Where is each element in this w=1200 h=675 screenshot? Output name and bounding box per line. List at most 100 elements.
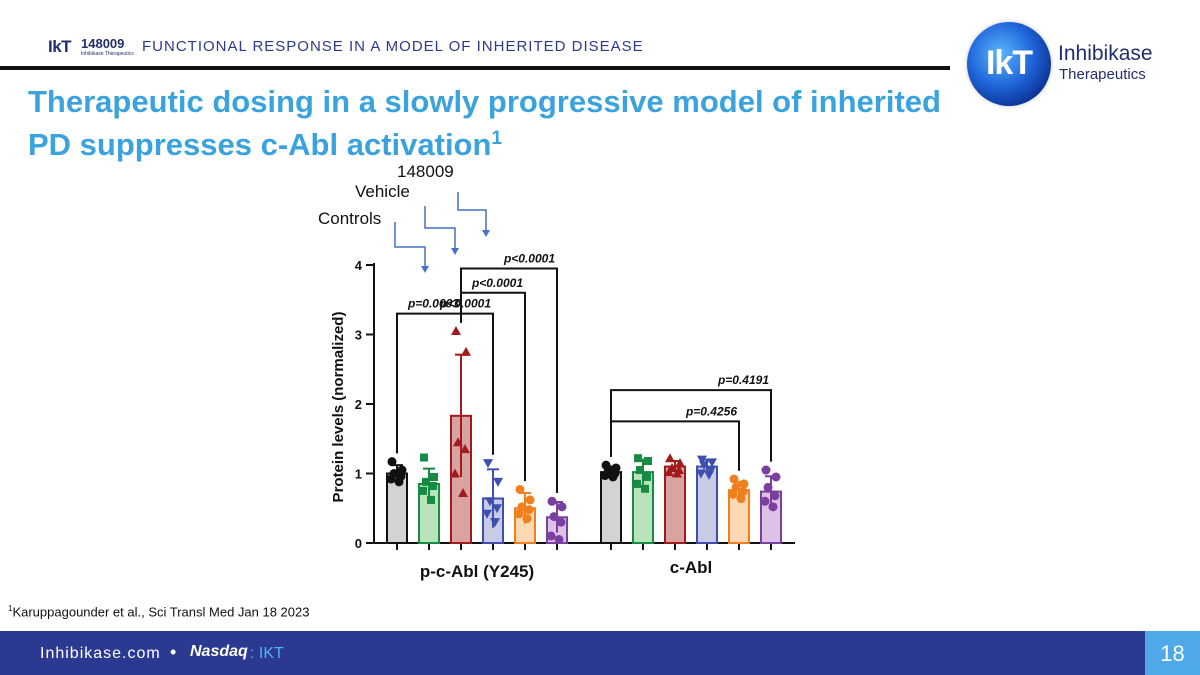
header-logo-mark: IkT bbox=[48, 37, 72, 56]
y-axis-label: Protein levels (normalized) bbox=[330, 312, 347, 503]
slide-title-sup: 1 bbox=[491, 128, 503, 149]
data-point bbox=[451, 326, 461, 336]
annotation-148009: 148009 bbox=[397, 162, 454, 181]
data-point bbox=[554, 535, 564, 545]
data-point bbox=[704, 470, 714, 480]
p-value-label: p<0.0001 bbox=[439, 297, 491, 311]
data-point bbox=[763, 482, 773, 492]
bar bbox=[600, 471, 622, 544]
footnote-text: Karuppagounder et al., Sci Transl Med Ja… bbox=[12, 604, 310, 620]
data-point bbox=[706, 466, 716, 476]
data-point bbox=[736, 494, 746, 504]
data-point bbox=[665, 453, 675, 463]
footer-separator: • bbox=[170, 642, 177, 662]
data-point bbox=[419, 486, 427, 495]
y-tick-label: 3 bbox=[355, 328, 362, 343]
data-point bbox=[771, 472, 781, 482]
data-point bbox=[707, 458, 717, 468]
data-point bbox=[699, 461, 709, 471]
data-point bbox=[644, 456, 652, 465]
bar bbox=[664, 465, 686, 544]
data-point bbox=[608, 472, 618, 482]
group-label: c-Abl bbox=[670, 558, 713, 577]
data-point bbox=[641, 484, 649, 493]
data-point bbox=[493, 477, 503, 487]
page-number-box: 18 bbox=[1145, 631, 1200, 675]
brand-mark: IkT bbox=[985, 44, 1033, 82]
header-divider bbox=[0, 66, 950, 70]
footnote-sup: 1 bbox=[8, 604, 13, 613]
data-point bbox=[422, 477, 430, 486]
arrowhead-148009 bbox=[482, 230, 490, 237]
data-point bbox=[450, 468, 460, 478]
data-point bbox=[696, 469, 706, 479]
brand-name-line1: Inhibikase bbox=[1058, 42, 1153, 65]
data-point bbox=[761, 465, 771, 475]
data-point bbox=[768, 502, 778, 512]
y-tick-label: 2 bbox=[355, 397, 362, 412]
section-title: FUNCTIONAL RESPONSE IN A MODEL OF INHERI… bbox=[142, 38, 644, 55]
data-point bbox=[731, 482, 741, 492]
data-point bbox=[387, 457, 397, 467]
nasdaq-logo: Nasdaq bbox=[190, 643, 248, 660]
data-point bbox=[461, 346, 471, 356]
data-point bbox=[515, 484, 525, 494]
data-point bbox=[522, 514, 532, 524]
p-value-label: p<0.0001 bbox=[503, 251, 555, 265]
data-point bbox=[458, 487, 468, 497]
data-point bbox=[546, 531, 556, 541]
data-point bbox=[633, 479, 641, 488]
arrowhead-controls bbox=[421, 266, 429, 273]
footer-ticker: : IKT bbox=[250, 645, 284, 662]
brand-name-line2: Therapeutics bbox=[1059, 66, 1146, 83]
data-point bbox=[514, 509, 524, 519]
y-tick-label: 4 bbox=[355, 258, 363, 273]
data-point bbox=[600, 471, 610, 481]
significance-bracket bbox=[610, 389, 772, 462]
data-point bbox=[524, 505, 534, 515]
arrow-vehicle bbox=[424, 206, 456, 250]
data-point bbox=[556, 517, 566, 527]
y-tick-label: 1 bbox=[355, 467, 362, 482]
bar bbox=[696, 465, 718, 544]
data-point bbox=[738, 487, 748, 497]
data-point bbox=[427, 495, 435, 504]
slide-title-text: Therapeutic dosing in a slowly progressi… bbox=[28, 84, 941, 162]
arrow-controls bbox=[394, 222, 426, 268]
data-point bbox=[643, 472, 651, 481]
header-logo-number: 148009 bbox=[81, 36, 125, 51]
data-point bbox=[549, 512, 559, 522]
data-point bbox=[557, 502, 567, 512]
arrow-148009 bbox=[457, 192, 487, 232]
data-point bbox=[672, 468, 682, 478]
brand-logo: IkT Inhibikase Therapeutics bbox=[967, 22, 1187, 106]
data-point bbox=[664, 467, 674, 477]
globe-icon: IkT bbox=[967, 22, 1051, 106]
footer-website-link[interactable]: Inhibikase.com bbox=[40, 645, 161, 662]
significance-bracket bbox=[460, 267, 558, 493]
header-logo: IkT 148009 Inhibikase Therapeutics bbox=[48, 36, 134, 59]
data-point bbox=[482, 509, 492, 519]
data-point bbox=[729, 474, 739, 484]
footer-bar: Inhibikase.com • Nasdaq : IKT bbox=[0, 631, 1200, 675]
annotation-vehicle: Vehicle bbox=[355, 182, 410, 201]
p-value-label: p=0.4256 bbox=[685, 404, 737, 418]
data-point bbox=[697, 455, 707, 465]
group-label: p-c-Abl (Y245) bbox=[420, 562, 534, 581]
data-point bbox=[547, 496, 557, 506]
p-value-label: p=0.4191 bbox=[717, 373, 769, 387]
data-point bbox=[483, 459, 493, 469]
data-point bbox=[739, 479, 749, 489]
data-point bbox=[490, 518, 500, 528]
data-point bbox=[460, 444, 470, 454]
data-point bbox=[386, 474, 396, 484]
slide-title: Therapeutic dosing in a slowly progressi… bbox=[28, 80, 988, 166]
footnote: 1Karuppagounder et al., Sci Transl Med J… bbox=[8, 604, 309, 619]
data-point bbox=[770, 491, 780, 501]
arrowhead-vehicle bbox=[451, 248, 459, 255]
p-value-label: p<0.0001 bbox=[471, 276, 523, 290]
data-point bbox=[453, 437, 463, 447]
data-point bbox=[485, 497, 495, 507]
data-point bbox=[492, 504, 502, 514]
